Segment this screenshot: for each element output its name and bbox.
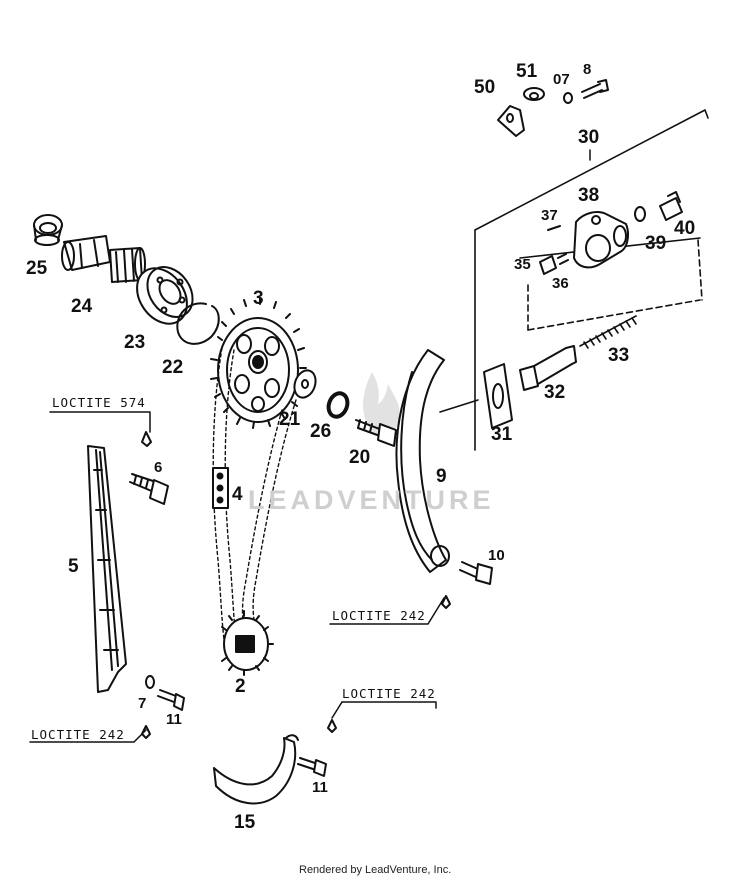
leader-lines [29, 149, 591, 743]
part-50-bracket [497, 105, 525, 137]
part-10-bolt [441, 561, 493, 609]
callout-32: 32 [544, 382, 566, 403]
callout-39: 39 [645, 233, 667, 254]
callout-07: 07 [553, 71, 570, 88]
part-36-pin [557, 253, 569, 265]
part-37-pin [547, 225, 561, 231]
part-15-chain-guide [213, 734, 299, 805]
credit-text: Rendered by LeadVenture, Inc. [299, 864, 452, 876]
callout-38: 38 [578, 185, 600, 206]
part-07-washer [563, 92, 573, 104]
loctite-242-label-middle: LOCTITE 242 [332, 608, 426, 623]
part-38-tensioner-housing [573, 211, 629, 269]
part-32-bolt [519, 345, 577, 391]
callout-22: 22 [162, 357, 184, 378]
part-4-chain-link [212, 467, 229, 509]
part-39-washer [634, 206, 646, 222]
part-6-bolt [129, 431, 169, 505]
callout-35: 35 [514, 256, 531, 273]
callout-26: 26 [310, 421, 332, 442]
callout-10: 10 [488, 547, 505, 564]
part-7-washer-left [145, 675, 155, 689]
part-11-bolt-bottom [297, 719, 337, 777]
part-3-cam-sprocket [210, 297, 307, 429]
part-33-spring [579, 315, 637, 349]
part-20-bolt [355, 419, 397, 447]
callout-51: 51 [516, 61, 538, 82]
callout-36: 36 [552, 275, 569, 292]
part-35-nut [539, 255, 557, 275]
part-31-gasket [483, 363, 513, 429]
loctite-574-label: LOCTITE 574 [52, 395, 146, 410]
part-24-camshaft [61, 235, 146, 283]
callout-23: 23 [124, 332, 146, 353]
part-26-lock-washer [326, 391, 350, 419]
part-23-ball-bearing [136, 266, 194, 325]
part-25-needle-bearing [33, 214, 63, 246]
callout-15: 15 [234, 812, 256, 833]
loctite-242-label-left: LOCTITE 242 [31, 727, 125, 742]
callout-3: 3 [253, 288, 264, 309]
part-2-crank-sprocket [221, 610, 274, 676]
part-9-tensioner-rail [395, 349, 450, 573]
callout-11-bottom: 11 [312, 779, 328, 796]
part-51-nut [523, 87, 545, 101]
callout-21: 21 [279, 409, 301, 430]
callout-11-left: 11 [166, 711, 182, 728]
watermark: LEADVENTURE [248, 485, 495, 515]
callout-30: 30 [578, 127, 600, 148]
watermark-flame-icon [363, 372, 400, 437]
callout-25: 25 [26, 258, 48, 279]
part-21-washer [293, 369, 317, 399]
part-30-bracket [439, 109, 709, 451]
callout-7: 7 [138, 695, 147, 712]
part-40-plug [659, 191, 683, 221]
callout-2: 2 [235, 676, 246, 697]
callout-33: 33 [608, 345, 630, 366]
callout-24: 24 [71, 296, 93, 317]
part-8-bolt [581, 79, 609, 99]
callout-31: 31 [491, 424, 513, 445]
loctite-242-label-bottom: LOCTITE 242 [342, 686, 436, 701]
part-5-guide-rail [87, 445, 127, 693]
callout-8: 8 [583, 61, 592, 78]
callout-4: 4 [232, 484, 243, 505]
callout-20: 20 [349, 447, 371, 468]
callout-40: 40 [674, 218, 696, 239]
callout-6: 6 [154, 459, 163, 476]
part-11-bolt-left [141, 689, 185, 739]
callout-5: 5 [68, 556, 79, 577]
part-22-circlip [176, 302, 220, 345]
callout-37: 37 [541, 207, 558, 224]
callout-9: 9 [436, 466, 447, 487]
callout-50: 50 [474, 77, 496, 98]
